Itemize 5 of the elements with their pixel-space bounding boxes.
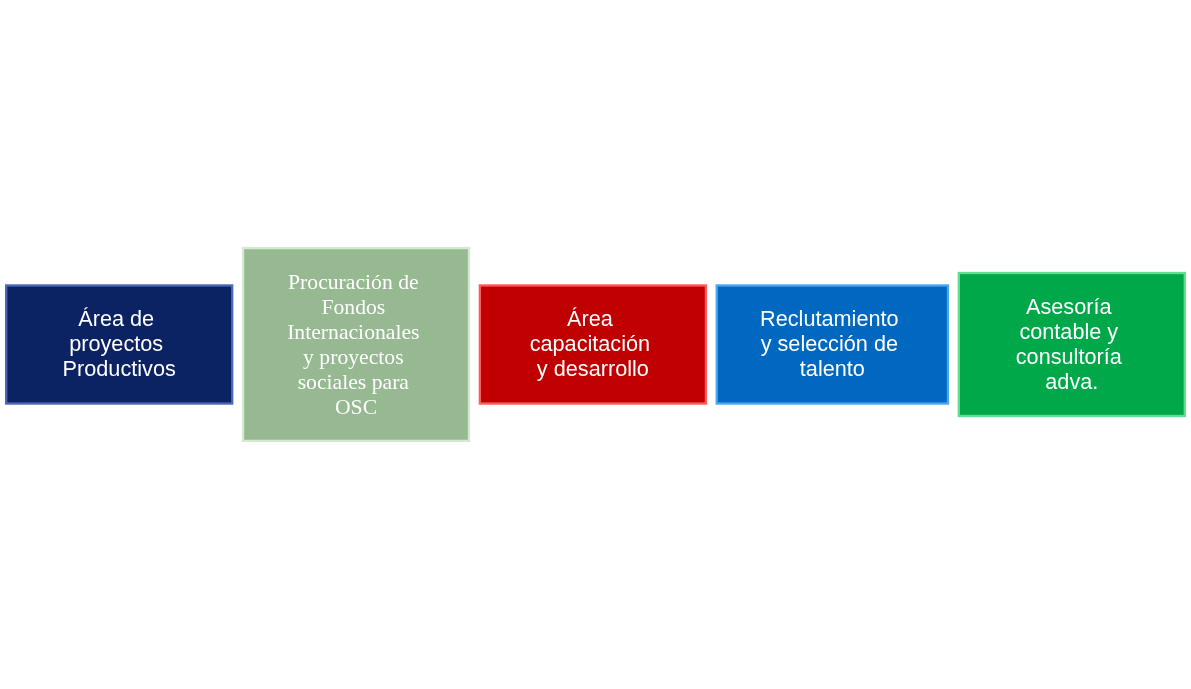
node-box: Procuración de Fondos Internacionales y proyectos sociales para OSC (241, 246, 471, 443)
node-box: Reclutamiento y selección de talento (715, 284, 950, 405)
node-box: Área de proyectos Productivos (5, 284, 234, 405)
node-box: Asesoría contable y consultoría adva. (957, 271, 1186, 418)
node-box: Área capacitación y desarrollo (478, 284, 708, 405)
